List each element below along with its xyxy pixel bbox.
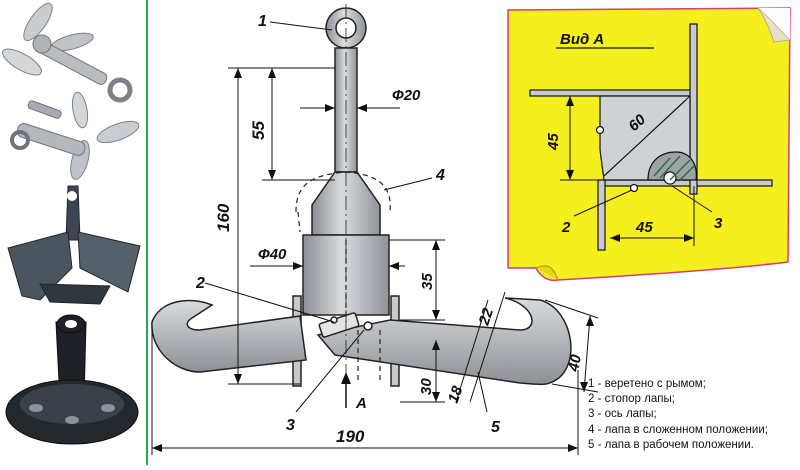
- legend-item: 1 - веретено с рымом;: [588, 378, 706, 390]
- legend-item: 3 - ось лапы;: [588, 408, 657, 421]
- callout-leaders: [204, 21, 488, 413]
- fluke-axis: [363, 321, 373, 331]
- dim-18: 18: [445, 383, 467, 405]
- grapnel-anchor-photo-1: [2, 2, 133, 103]
- view-a-title: Вид А: [560, 31, 604, 48]
- anchor-photos-panel: [0, 0, 146, 465]
- parts-legend: 1 - веретено с рымом; 2 - стопор лапы; 3…: [588, 377, 768, 453]
- view-a-arrows: [566, 96, 694, 242]
- dimension-arrows: [152, 68, 594, 452]
- anchor-body: [151, 7, 572, 387]
- dim-d20: Ф20: [392, 87, 421, 104]
- view-a-hatching: [653, 155, 695, 181]
- view-a-dim-45-horizontal: 45: [635, 219, 653, 236]
- fluke-right: [316, 297, 572, 386]
- grapnel-anchor-photo-2: [10, 91, 140, 180]
- callout-4: 4: [435, 167, 445, 184]
- callout-2: 2: [195, 275, 205, 292]
- view-a-callout-3: 3: [714, 215, 723, 232]
- callout-1: 1: [258, 13, 267, 30]
- panel-divider: [146, 0, 148, 465]
- dim-160: 160: [214, 203, 233, 232]
- callout-5: 5: [491, 419, 501, 436]
- dim-55: 55: [249, 121, 268, 140]
- view-a-dim-45-vertical: 45: [545, 133, 562, 151]
- dim-d40: Ф40: [258, 246, 287, 263]
- navy-anchor-photo: [7, 185, 141, 305]
- legend-item: 2 - стопор лапы;: [588, 393, 675, 406]
- view-a-callout-2: 2: [561, 219, 571, 236]
- dim-22: 22: [475, 305, 497, 328]
- view-a-label: А: [355, 395, 367, 412]
- view-a-dimensions: [560, 95, 713, 246]
- callout-3: 3: [286, 417, 295, 434]
- dim-40: 40: [565, 353, 585, 374]
- view-a-panel: Вид А: [507, 7, 791, 282]
- dim-30: 30: [418, 378, 435, 395]
- mushroom-anchor-photo: [5, 314, 139, 445]
- fluke-left: [151, 299, 307, 373]
- dim-35: 35: [419, 273, 436, 290]
- legend-item: 5 - лапа в рабочем положении.: [588, 438, 754, 451]
- dim-190: 190: [336, 427, 365, 446]
- anchor-photos: [2, 2, 141, 445]
- legend-item: 4 - лапа в сложенном положении;: [588, 423, 768, 436]
